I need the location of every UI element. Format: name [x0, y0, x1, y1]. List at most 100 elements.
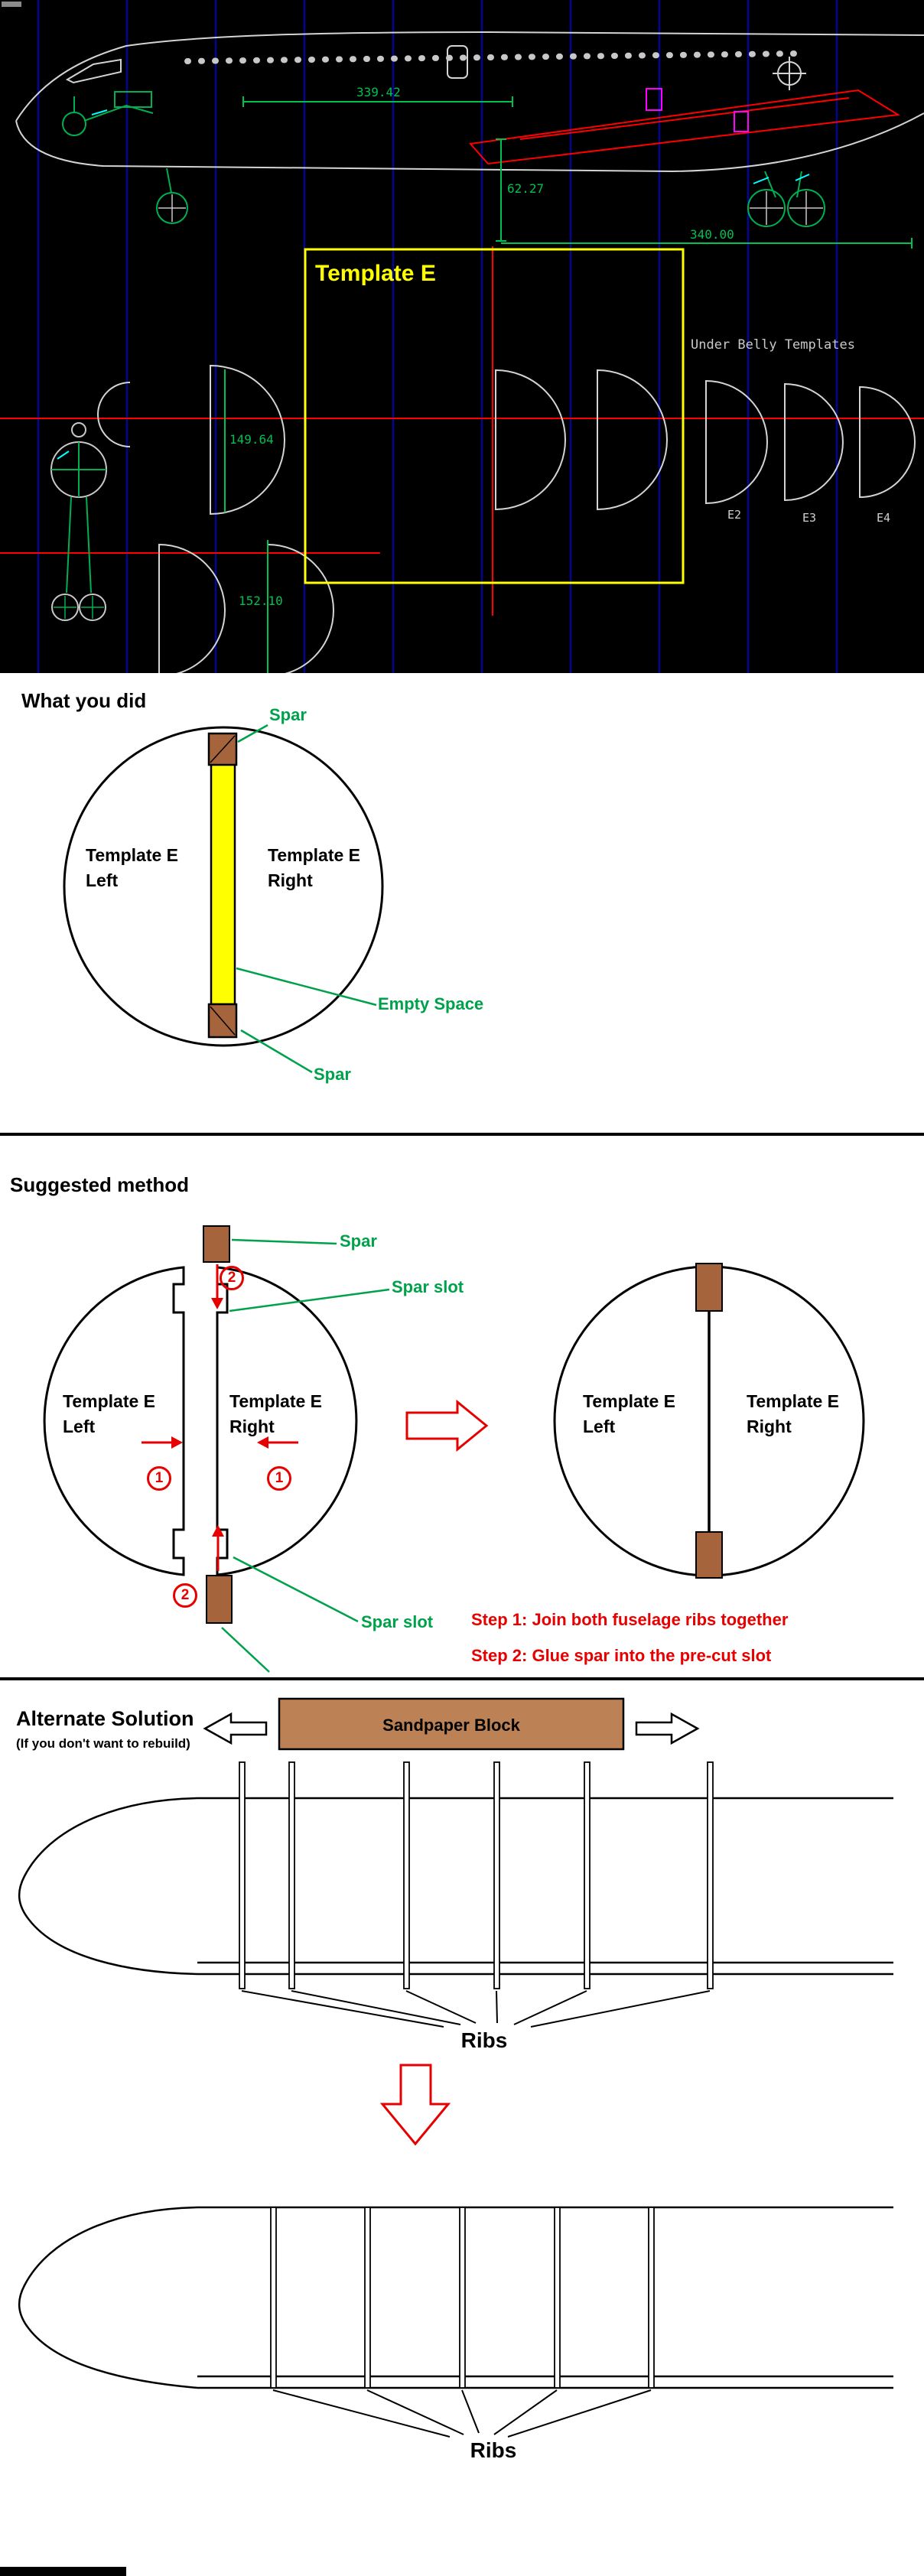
result-left-line1: Template E [583, 1391, 675, 1411]
alternate-solution-heading: Alternate Solution [16, 1707, 194, 1730]
spar-label: Spar [340, 1231, 377, 1251]
cad-background [0, 0, 924, 673]
landing-gear-rear [747, 171, 825, 227]
sand-arrow-left-icon [203, 1712, 268, 1745]
magenta-marker-2 [734, 111, 749, 132]
aircraft-front-view [50, 422, 107, 621]
cad-corner-artifact [2, 2, 21, 7]
window-row [184, 50, 799, 64]
slot-top-callout-line [229, 1288, 390, 1312]
step-2-badge-bottom: 2 [173, 1583, 197, 1608]
spar-top-callout-line [237, 724, 268, 743]
spar-top-grain [210, 735, 236, 763]
yellow-highlight-box [304, 248, 685, 584]
spar-slot-bottom-label: Spar slot [361, 1612, 434, 1631]
ribs-pointer-lines-before [241, 1990, 711, 2028]
suggested-method-drawing [43, 1225, 865, 1673]
landing-gear-front [62, 91, 188, 224]
empty-space-strip [210, 762, 236, 1006]
step-2-text: Step 2: Glue spar into the pre-cut slot [471, 1646, 772, 1665]
spar-loose-top [203, 1225, 230, 1263]
step-1-badge-right: 1 [267, 1466, 291, 1491]
template-e-right-line1: Template E [268, 845, 360, 865]
half-right-line2: Right [229, 1416, 275, 1436]
result-right-line1: Template E [747, 1391, 839, 1411]
dim-label-62: 62.27 [507, 181, 544, 196]
section-divider-1 [0, 1133, 924, 1136]
section-divider-2 [0, 1677, 924, 1680]
result-left-label: Template E Left [583, 1389, 675, 1439]
dim-label-152: 152.10 [239, 594, 283, 608]
what-you-did-drawing [63, 724, 384, 1074]
ribs-label-after: Ribs [470, 2438, 517, 2462]
sand-down-arrow-icon [379, 2064, 451, 2146]
template-e2-shape [705, 379, 768, 505]
half-right-line1: Template E [229, 1391, 322, 1411]
step-2-badge-top: 2 [220, 1266, 244, 1290]
suggested-method-heading: Suggested method [10, 1173, 190, 1196]
rib-label-e2: E2 [727, 508, 741, 522]
alternate-solution-subheading: (If you don't want to rebuild) [16, 1736, 190, 1751]
rib-template-shapes [97, 364, 916, 673]
dim-label-149: 149.64 [229, 432, 274, 447]
spar-top-label: Spar [269, 705, 307, 724]
sandpaper-block-label: Sandpaper Block [382, 1716, 520, 1735]
callout-lines [236, 724, 377, 1074]
result-right-line2: Right [747, 1416, 792, 1436]
rib-half-left [43, 1266, 185, 1576]
red-insert-arrows [142, 1264, 298, 1571]
spar-bottom-grain [210, 1006, 236, 1036]
step-1-text: Step 1: Join both fuselage ribs together [471, 1610, 789, 1629]
template-e-left-line1: Template E [86, 845, 178, 865]
arrow-right-icon [171, 1436, 183, 1449]
spar-loose-bottom [206, 1575, 233, 1624]
bottom-crop-bar [0, 2567, 126, 2576]
half-left-line1: Template E [63, 1391, 155, 1411]
protruding-ribs [239, 1761, 714, 1989]
template-e-right-label: Template E Right [268, 843, 360, 893]
template-e-right-line2: Right [268, 870, 313, 890]
empty-space-label: Empty Space [378, 994, 484, 1013]
spar-glued-top [695, 1263, 723, 1312]
arrow-up-icon [212, 1525, 224, 1537]
spar-glued-bottom [695, 1531, 723, 1579]
template-e-label: Template E [315, 261, 436, 286]
cockpit-windows [65, 58, 122, 84]
rib-label-e3: E3 [802, 511, 816, 525]
spar-callout-line [231, 1238, 337, 1245]
dim-label-340: 340.00 [690, 227, 734, 242]
half-left-label: Template E Left [63, 1389, 155, 1439]
step-1-badge-left: 1 [147, 1466, 171, 1491]
dimension-lines [224, 96, 913, 673]
wing-outline-red [469, 89, 900, 165]
template-e4-shape [859, 385, 916, 499]
template-e-left-label: Template E Left [86, 843, 178, 893]
half-right-label: Template E Right [229, 1389, 322, 1439]
half-left-line2: Left [63, 1416, 96, 1436]
template-e-left-line2: Left [86, 870, 119, 890]
flush-ribs [270, 2207, 655, 2389]
empty-space-callout-line [236, 967, 377, 1007]
slot-bottom-callout-line [233, 1556, 359, 1623]
result-arrow-icon [405, 1399, 489, 1452]
sand-arrow-right-icon [635, 1712, 700, 1745]
underbelly-templates-label: Under Belly Templates [691, 337, 855, 353]
callout-lines-2 [221, 1238, 390, 1673]
magenta-marker-1 [646, 88, 662, 111]
result-right-label: Template E Right [747, 1389, 839, 1439]
aircraft-side-view [15, 31, 924, 173]
fuselage-after [18, 2206, 893, 2389]
alternate-solution-drawing [0, 1697, 893, 2576]
arrow-down-icon [211, 1298, 223, 1309]
spar-slot-top-label: Spar slot [392, 1277, 464, 1296]
ribs-pointer-lines-after [272, 2389, 652, 2438]
ribs-label-before: Ribs [460, 2028, 508, 2052]
result-left-line2: Left [583, 1416, 616, 1436]
fuselage-before [18, 1797, 893, 1976]
dim-label-339: 339.42 [356, 85, 401, 99]
door-outline [447, 45, 468, 79]
spar-bottom-callout-line [240, 1029, 313, 1074]
template-e3-shape [784, 382, 844, 502]
cad-drawing: 339.42 62.27 340.00 149.64 152.10 Under … [0, 0, 924, 673]
